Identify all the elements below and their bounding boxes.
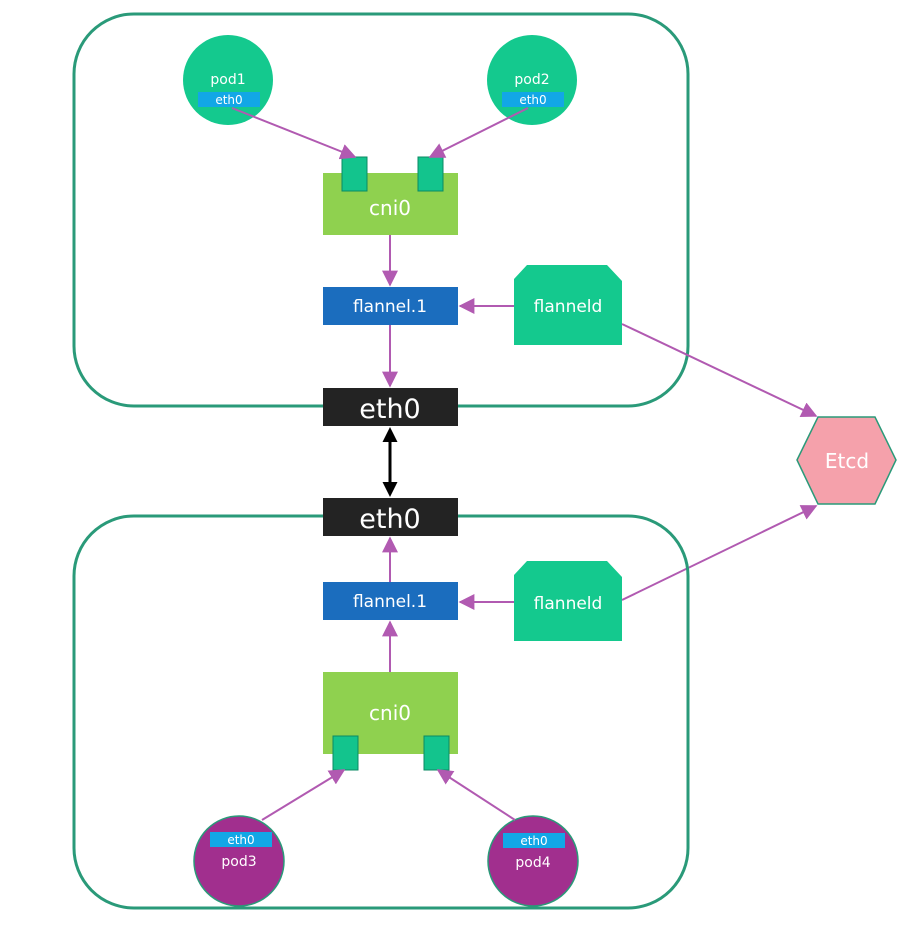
- etcd-store[interactable]: Etcd: [796, 416, 897, 505]
- host1-flanneld-label: flanneld: [534, 297, 603, 317]
- host2-eth0-box: [323, 498, 458, 536]
- arrow-pod4-to-cni0: [436, 769, 516, 821]
- host2-flanneld-label: flanneld: [534, 594, 603, 614]
- host2-flannel-label: flannel.1: [353, 592, 427, 612]
- arrow-flanneld-host1-to-etcd: [621, 323, 818, 418]
- host1-flanneld-shape: [514, 265, 622, 345]
- host1-flannel-iface[interactable]: flannel.1: [323, 287, 458, 325]
- host1-cni0-port-right: [417, 156, 444, 192]
- host1-pod2-label: pod2: [514, 72, 549, 88]
- host1-cni0-bridge[interactable]: cni0: [323, 156, 458, 235]
- host1-eth0-label: eth0: [359, 394, 421, 425]
- host2-pod4-eth-tag: [503, 833, 565, 848]
- host1-pod1-eth-label: eth0: [215, 93, 242, 107]
- host1-flannel-label: flannel.1: [353, 297, 427, 317]
- host2-eth0[interactable]: eth0: [323, 498, 458, 536]
- host2-cni0-port-left: [332, 735, 359, 771]
- host2-pod3-eth-label: eth0: [227, 833, 254, 847]
- arrow-flanneld-host2-to-etcd: [621, 505, 818, 601]
- host2-pod4-eth-label: eth0: [520, 834, 547, 848]
- host1-flanneld-agent[interactable]: flanneld: [514, 265, 622, 345]
- host1-cni0-port-left: [341, 156, 368, 192]
- host1-flannel-box: [323, 287, 458, 325]
- arrow-pod3-to-cni0: [261, 769, 346, 821]
- host1-eth0[interactable]: eth0: [323, 388, 458, 426]
- host2-flanneld-shape: [514, 561, 622, 641]
- host2-flannel-iface[interactable]: flannel.1: [323, 582, 458, 620]
- host1-eth0-box: [323, 388, 458, 426]
- arrow-pod2-to-cni0: [428, 107, 529, 158]
- host1-pod2-eth-tag: [502, 92, 564, 107]
- host1-pod1[interactable]: pod1 eth0: [183, 35, 273, 125]
- host2-pod3-eth-tag: [210, 832, 272, 847]
- host2-cni0-label: cni0: [369, 701, 411, 725]
- etcd-hexagon: [796, 416, 897, 505]
- host2-pod3-label: pod3: [221, 854, 256, 870]
- host2-flannel-box: [323, 582, 458, 620]
- host1-pod1-eth-tag: [198, 92, 260, 107]
- host2-cni0-port-right: [423, 735, 450, 771]
- etcd-label: Etcd: [825, 449, 869, 473]
- host2-pod3[interactable]: eth0 pod3: [193, 815, 285, 907]
- host1-pod1-label: pod1: [210, 72, 245, 88]
- host2-pod4[interactable]: eth0 pod4: [487, 815, 579, 907]
- host2-pod4-label: pod4: [515, 855, 550, 871]
- host1-cni0-label: cni0: [369, 196, 411, 220]
- host2-cni0-bridge[interactable]: cni0: [323, 672, 458, 771]
- host2-eth0-label: eth0: [359, 504, 421, 535]
- arrow-pod1-to-cni0: [231, 107, 357, 160]
- host2-flanneld-agent[interactable]: flanneld: [514, 561, 622, 641]
- host1-pod2[interactable]: pod2 eth0: [487, 35, 577, 125]
- host1-pod2-eth-label: eth0: [519, 93, 546, 107]
